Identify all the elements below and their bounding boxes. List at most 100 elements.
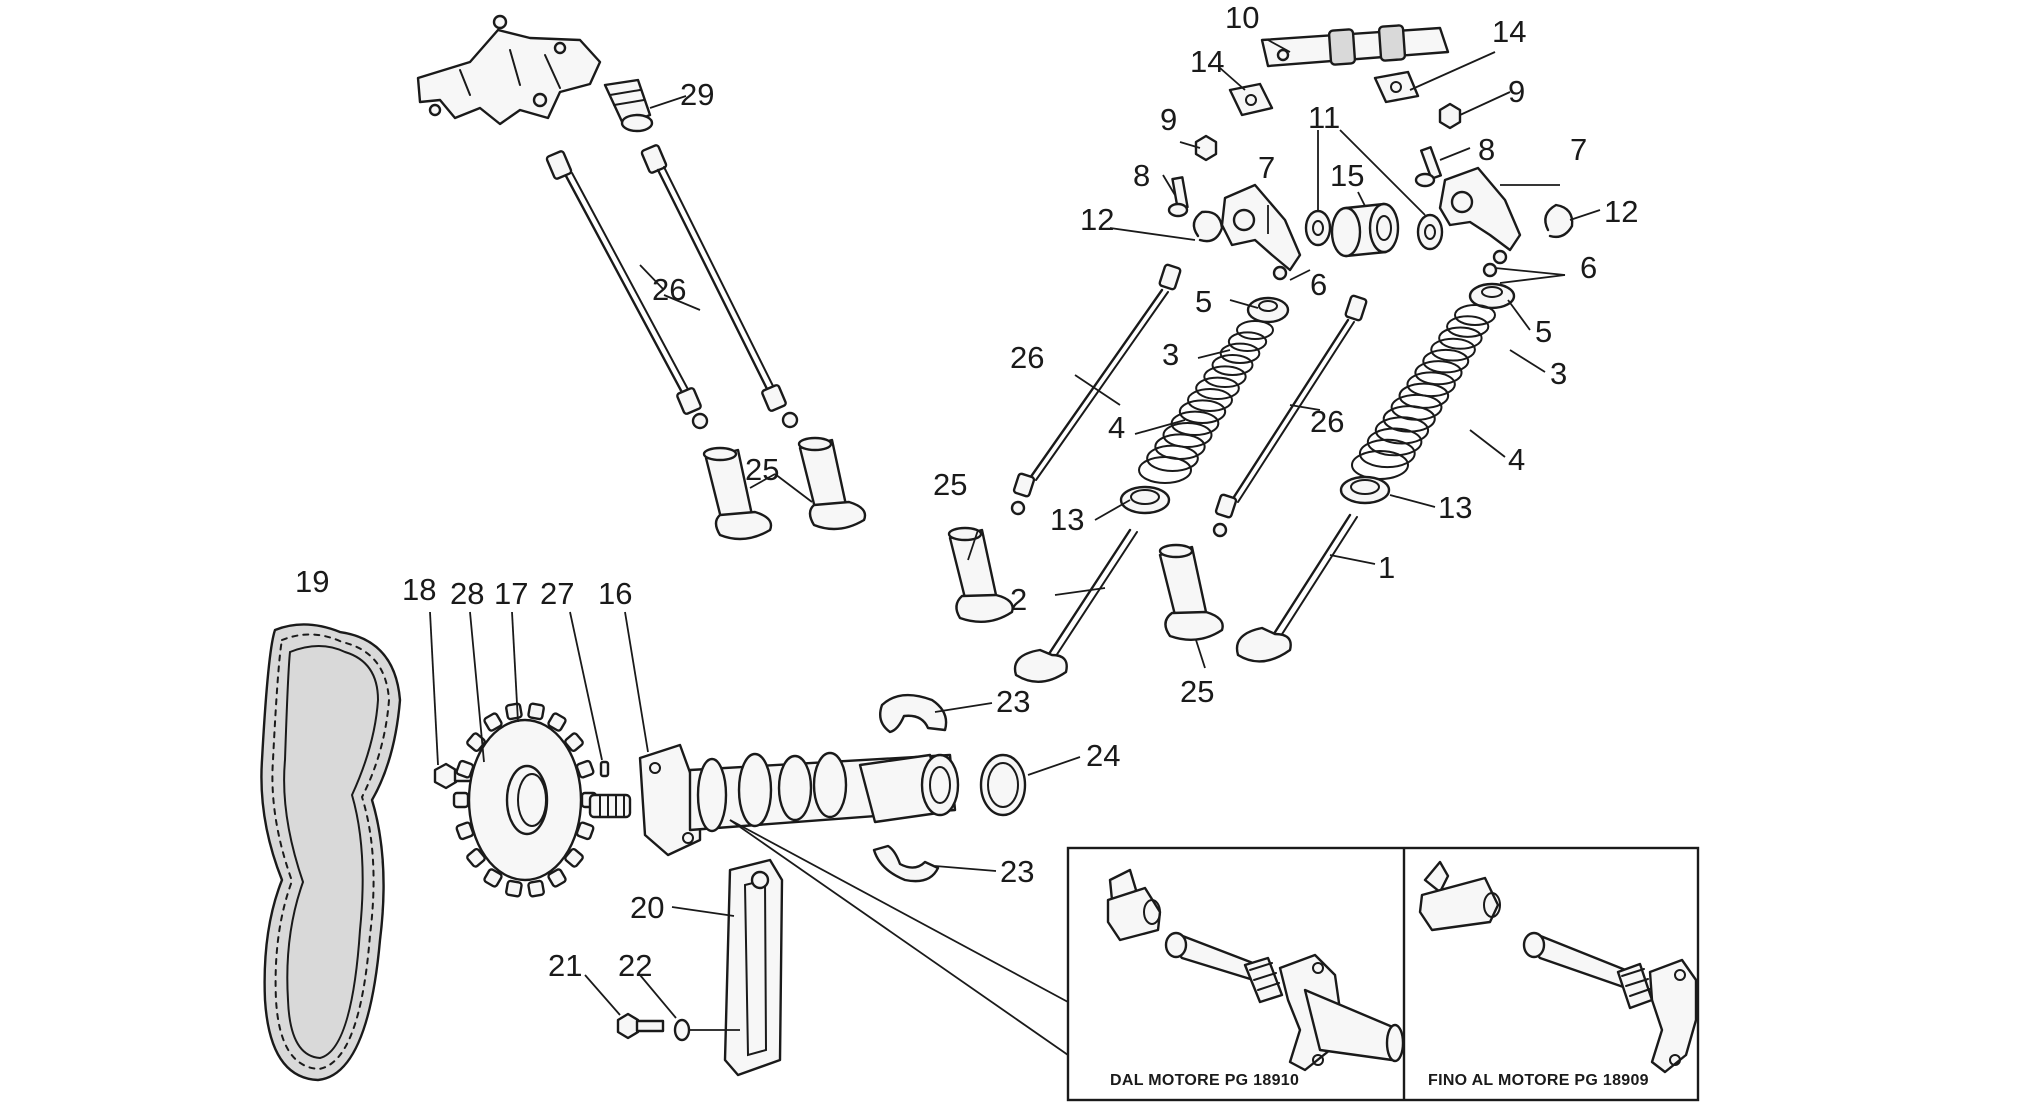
half-shell-23-lower [872, 844, 940, 883]
tappet-25-middle [947, 526, 1014, 624]
spring-coil [1454, 304, 1496, 326]
inset-left-caption: DAL MOTORE PG 18910 [1110, 1072, 1299, 1089]
callout-27: 27 [540, 576, 574, 611]
callout-4-right: 4 [1508, 442, 1525, 477]
callout-21: 21 [548, 948, 582, 983]
inset-right-detail [1418, 860, 1698, 1074]
part-29-cup [603, 78, 654, 133]
spring-coil [1414, 360, 1463, 386]
timing-chain-19 [260, 623, 402, 1082]
spring-coil [1146, 444, 1199, 473]
callout-26-middle: 26 [1010, 340, 1044, 375]
callout-26-upper-left: 26 [652, 272, 686, 307]
sprocket-tooth [505, 702, 523, 721]
spring-coil [1358, 438, 1416, 469]
rocker-arm-right [1438, 166, 1522, 278]
callout-22: 22 [618, 948, 652, 983]
callout-5-left: 5 [1195, 284, 1212, 319]
callout-10: 10 [1225, 0, 1259, 35]
callout-23-upper: 23 [996, 684, 1030, 719]
callout-11: 11 [1308, 100, 1340, 135]
spring-coil [1162, 422, 1213, 448]
spring-coil [1374, 416, 1430, 445]
spring-coil [1366, 427, 1423, 457]
spring-coil [1187, 388, 1233, 412]
spring-coil [1227, 331, 1268, 352]
spring-coil [1219, 342, 1261, 365]
bushing-15 [1330, 202, 1400, 258]
sprocket-tooth [527, 879, 545, 898]
callout-3-left: 3 [1162, 337, 1179, 372]
callout-3-right: 3 [1550, 356, 1567, 391]
chain-tensioner-20 [723, 858, 784, 1077]
callout-9-left: 9 [1160, 102, 1177, 137]
leader-lines [429, 39, 1601, 1056]
callout-14-left: 14 [1190, 44, 1224, 79]
sprocket-tooth [466, 848, 486, 868]
screws-8 [1167, 145, 1443, 218]
camshaft-16 [588, 743, 960, 857]
sprocket-tooth [564, 848, 584, 868]
rocker-arm-left [1220, 183, 1302, 281]
spring-coil [1195, 376, 1240, 401]
spring-coil [1430, 337, 1476, 362]
detail-inset: DAL MOTORE PG 18910 FINO AL MOTORE PG 18… [1066, 846, 1700, 1102]
spring-coil [1138, 456, 1192, 484]
washer-22 [673, 1018, 691, 1042]
callout-13-right: 13 [1438, 490, 1472, 525]
valve-2 [1013, 528, 1138, 683]
callout-26-right: 26 [1310, 404, 1344, 439]
pushrod-26-right [1212, 294, 1368, 538]
sprocket-tooth [452, 791, 470, 809]
sprocket-tooth [483, 868, 503, 888]
ring-24 [979, 753, 1027, 817]
spring-coil [1446, 315, 1490, 338]
callout-8-left: 8 [1133, 158, 1150, 193]
washers-11 [1304, 209, 1444, 251]
pushrod-26-middle [1010, 263, 1182, 516]
sprocket-tooth [483, 712, 503, 732]
spring-assembly-left [1119, 296, 1290, 515]
spring-assembly-right [1339, 282, 1516, 505]
callout-16: 16 [598, 576, 632, 611]
callout-9-right: 9 [1508, 74, 1525, 109]
inset-left-detail [1106, 868, 1405, 1072]
pushrods-left [545, 144, 799, 430]
callout-7-right: 7 [1570, 132, 1587, 167]
spring-coil [1422, 348, 1470, 374]
rocker-bracket [416, 14, 602, 126]
callout-19: 19 [295, 564, 329, 599]
callout-1: 1 [1378, 550, 1395, 585]
callout-6-left: 6 [1310, 267, 1327, 302]
nuts-9 [1194, 102, 1462, 162]
callout-28: 28 [450, 576, 484, 611]
callout-7-left: 7 [1258, 150, 1275, 185]
callout-6-right: 6 [1580, 250, 1597, 285]
spring-coil [1406, 371, 1456, 398]
callout-24: 24 [1086, 738, 1120, 773]
callout-23-lower: 23 [1000, 854, 1034, 889]
sprocket-tooth [505, 879, 523, 898]
callout-8-right: 8 [1478, 132, 1495, 167]
callout-15: 15 [1330, 158, 1364, 193]
callout-4-left: 4 [1108, 410, 1125, 445]
callout-12-left: 12 [1080, 202, 1114, 237]
spring-coil [1178, 399, 1227, 424]
sprocket-17 [452, 702, 598, 898]
clips-12 [1192, 203, 1574, 243]
callout-numbers: 29 26 25 26 26 25 25 10 14 14 9 9 11 8 8… [295, 0, 1638, 983]
spring-coil [1236, 320, 1274, 340]
sprocket-tooth [547, 712, 567, 732]
rocker-shaft-10 [1260, 24, 1450, 68]
sprocket-tooth [466, 732, 486, 752]
callout-14-right: 14 [1492, 14, 1526, 49]
screw-21 [616, 1012, 665, 1040]
callout-13-left: 13 [1050, 502, 1084, 537]
plates-14 [1228, 70, 1420, 117]
sprocket-tooth [547, 868, 567, 888]
pin-27 [599, 760, 610, 778]
valve-1 [1235, 513, 1358, 663]
callout-25-left: 25 [745, 452, 779, 487]
inset-right-caption: FINO AL MOTORE PG 18909 [1428, 1072, 1649, 1089]
